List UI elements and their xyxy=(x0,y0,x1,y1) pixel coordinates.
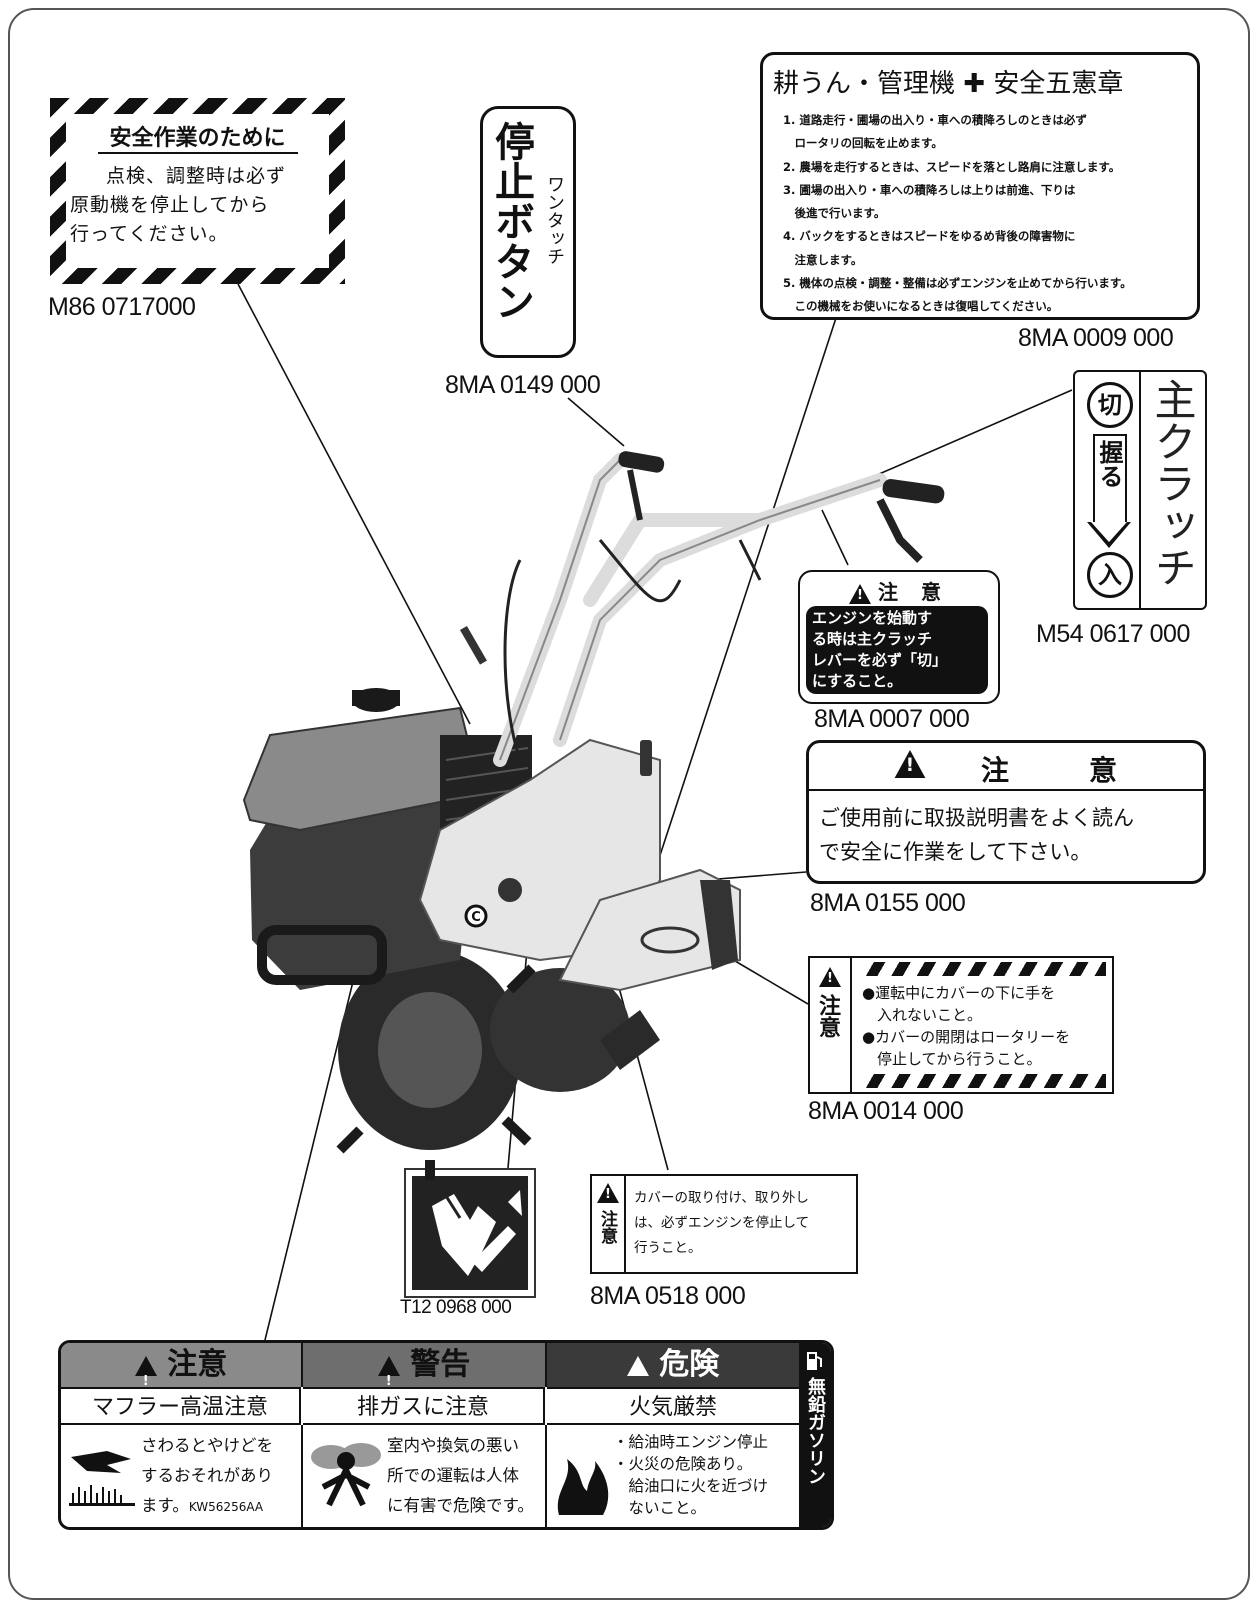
fuel-pump-icon xyxy=(807,1352,822,1370)
bottom-col3-subtitle: 火気厳禁 xyxy=(547,1387,799,1425)
gear-case: C xyxy=(418,738,741,992)
cover-caution-side: 注意 xyxy=(815,994,840,1038)
unleaded-text: 無鉛ガソリン xyxy=(805,1377,826,1485)
cover-install-text: カバーの取り付け、取り外し は、必ずエンジンを停止して 行うこと。 xyxy=(634,1190,810,1256)
manual-caution-heading-right: 意 xyxy=(1089,754,1118,787)
rules-title: 耕うん・管理機 ✚ 安全五憲章 xyxy=(773,69,1124,99)
clutch-off: 切 xyxy=(1087,382,1133,428)
engine-caution-text: エンジンを始動す る時は主クラッチ レバーを必ず「切」 にすること。 xyxy=(806,606,988,694)
label-bottom-combined: 注意 警告 危険 マフラー高温注意 排ガスに注意 火気厳禁 さわるとやけどを す… xyxy=(58,1340,834,1530)
warning-icon xyxy=(597,1182,619,1203)
fire-icon xyxy=(557,1459,609,1515)
bottom-col1-text: さわるとやけどを するおそれがあり ます。KW56256AA xyxy=(141,1436,273,1515)
part-code: 8MA 0007 000 xyxy=(814,705,970,733)
stripe-bottom xyxy=(860,1074,1106,1088)
manual-caution-text: ご使用前に取扱説明書をよく読ん で安全に作業をして下さい。 xyxy=(819,806,1134,864)
clutch-title: 主クラッチ xyxy=(1148,378,1197,588)
part-code: 8MA 0518 000 xyxy=(590,1282,746,1310)
warning-icon xyxy=(626,1355,649,1376)
stop-button-sub: ワンタッチ xyxy=(544,175,565,265)
stripe-top xyxy=(860,962,1106,976)
rotary-tines xyxy=(326,920,660,1180)
rules-list: 1. 道路走行・圃場の出入り・車への積降ろしのときは必ず ロータリの回転を止めま… xyxy=(783,113,1132,314)
hot-surface-icon xyxy=(69,1451,135,1506)
stop-button-main: 停止ボタン xyxy=(488,121,534,321)
label-safety-rules: 耕うん・管理機 ✚ 安全五憲章 1. 道路走行・圃場の出入り・車への積降ろしのと… xyxy=(760,52,1200,320)
label-title: 安全作業のために xyxy=(109,126,286,151)
warning-icon xyxy=(819,966,841,987)
part-code: 8MA 0149 000 xyxy=(445,371,601,399)
bottom-col1-subtitle: マフラー高温注意 xyxy=(61,1387,301,1425)
part-code: 8MA 0014 000 xyxy=(808,1097,964,1125)
label-manual-caution: 注 意 ご使用前に取扱説明書をよく読ん で安全に作業をして下さい。 xyxy=(806,740,1206,884)
label-cover-install: 注意 カバーの取り付け、取り外し は、必ずエンジンを停止して 行うこと。 xyxy=(590,1174,858,1274)
label-engine-caution: 注 意 エンジンを始動す る時は主クラッチ レバーを必ず「切」 にすること。 xyxy=(798,570,1000,704)
c-mark: C xyxy=(471,910,481,925)
exhaust-person-icon xyxy=(311,1443,381,1507)
label-cover-caution: 注意 ●運転中にカバーの下に手を 入れないこと。 ●カバーの開閉はロータリーを … xyxy=(808,956,1114,1094)
manual-caution-heading-left: 注 xyxy=(981,754,1010,787)
part-code: T12 0968 000 xyxy=(400,1297,512,1318)
bottom-col2-text: 室内や換気の悪い 所での運転は人体 に有害で危険です。 xyxy=(387,1436,534,1515)
label-stop-button: 停止ボタン ワンタッチ xyxy=(480,106,576,358)
part-code: M86 0717000 xyxy=(48,293,196,321)
clutch-grip: 握る xyxy=(1095,440,1123,488)
bottom-col3-heading: 危険 xyxy=(547,1343,799,1387)
warning-icon xyxy=(849,583,872,604)
clutch-on: 入 xyxy=(1087,552,1133,598)
cables xyxy=(503,539,762,761)
cover-install-side: 注意 xyxy=(597,1210,617,1244)
bottom-label-code: KW56256AA xyxy=(188,1500,264,1514)
page-frame xyxy=(8,8,1250,1600)
bottom-col2-heading: 警告 xyxy=(303,1343,547,1404)
label-main-clutch: 切 握る 入 主クラッチ xyxy=(1073,370,1207,610)
part-code: M54 0617 000 xyxy=(1036,620,1190,648)
part-code: 8MA 0155 000 xyxy=(810,889,966,917)
engine-caution-heading: 注 意 xyxy=(800,576,998,605)
handle-grips xyxy=(618,451,945,563)
part-code: 8MA 0009 000 xyxy=(1018,324,1174,352)
bottom-col3-text: ・給油時エンジン停止 ・火災の危険あり。 給油口に火を近づけ ないこと。 xyxy=(613,1433,769,1517)
label-text: 点検、調整時は必ず 原動機を停止してから 行ってください。 xyxy=(70,165,287,245)
bottom-col1-heading: 注意 xyxy=(61,1343,303,1404)
unleaded-strip: 無鉛ガソリン xyxy=(799,1343,831,1527)
label-glove xyxy=(404,1168,536,1298)
manual-caution-icon xyxy=(894,749,926,778)
cover-caution-text: ●運転中にカバーの下に手を 入れないこと。 ●カバーの開閉はロータリーを 停止し… xyxy=(862,984,1071,1068)
label-safety-work: 安全作業のために 点検、調整時は必ず 原動機を停止してから 行ってください。 xyxy=(50,98,345,284)
bottom-col2-subtitle: 排ガスに注意 xyxy=(303,1387,545,1425)
warning-icon xyxy=(134,1355,157,1404)
warning-icon xyxy=(377,1355,400,1404)
glove-icon xyxy=(412,1176,528,1290)
